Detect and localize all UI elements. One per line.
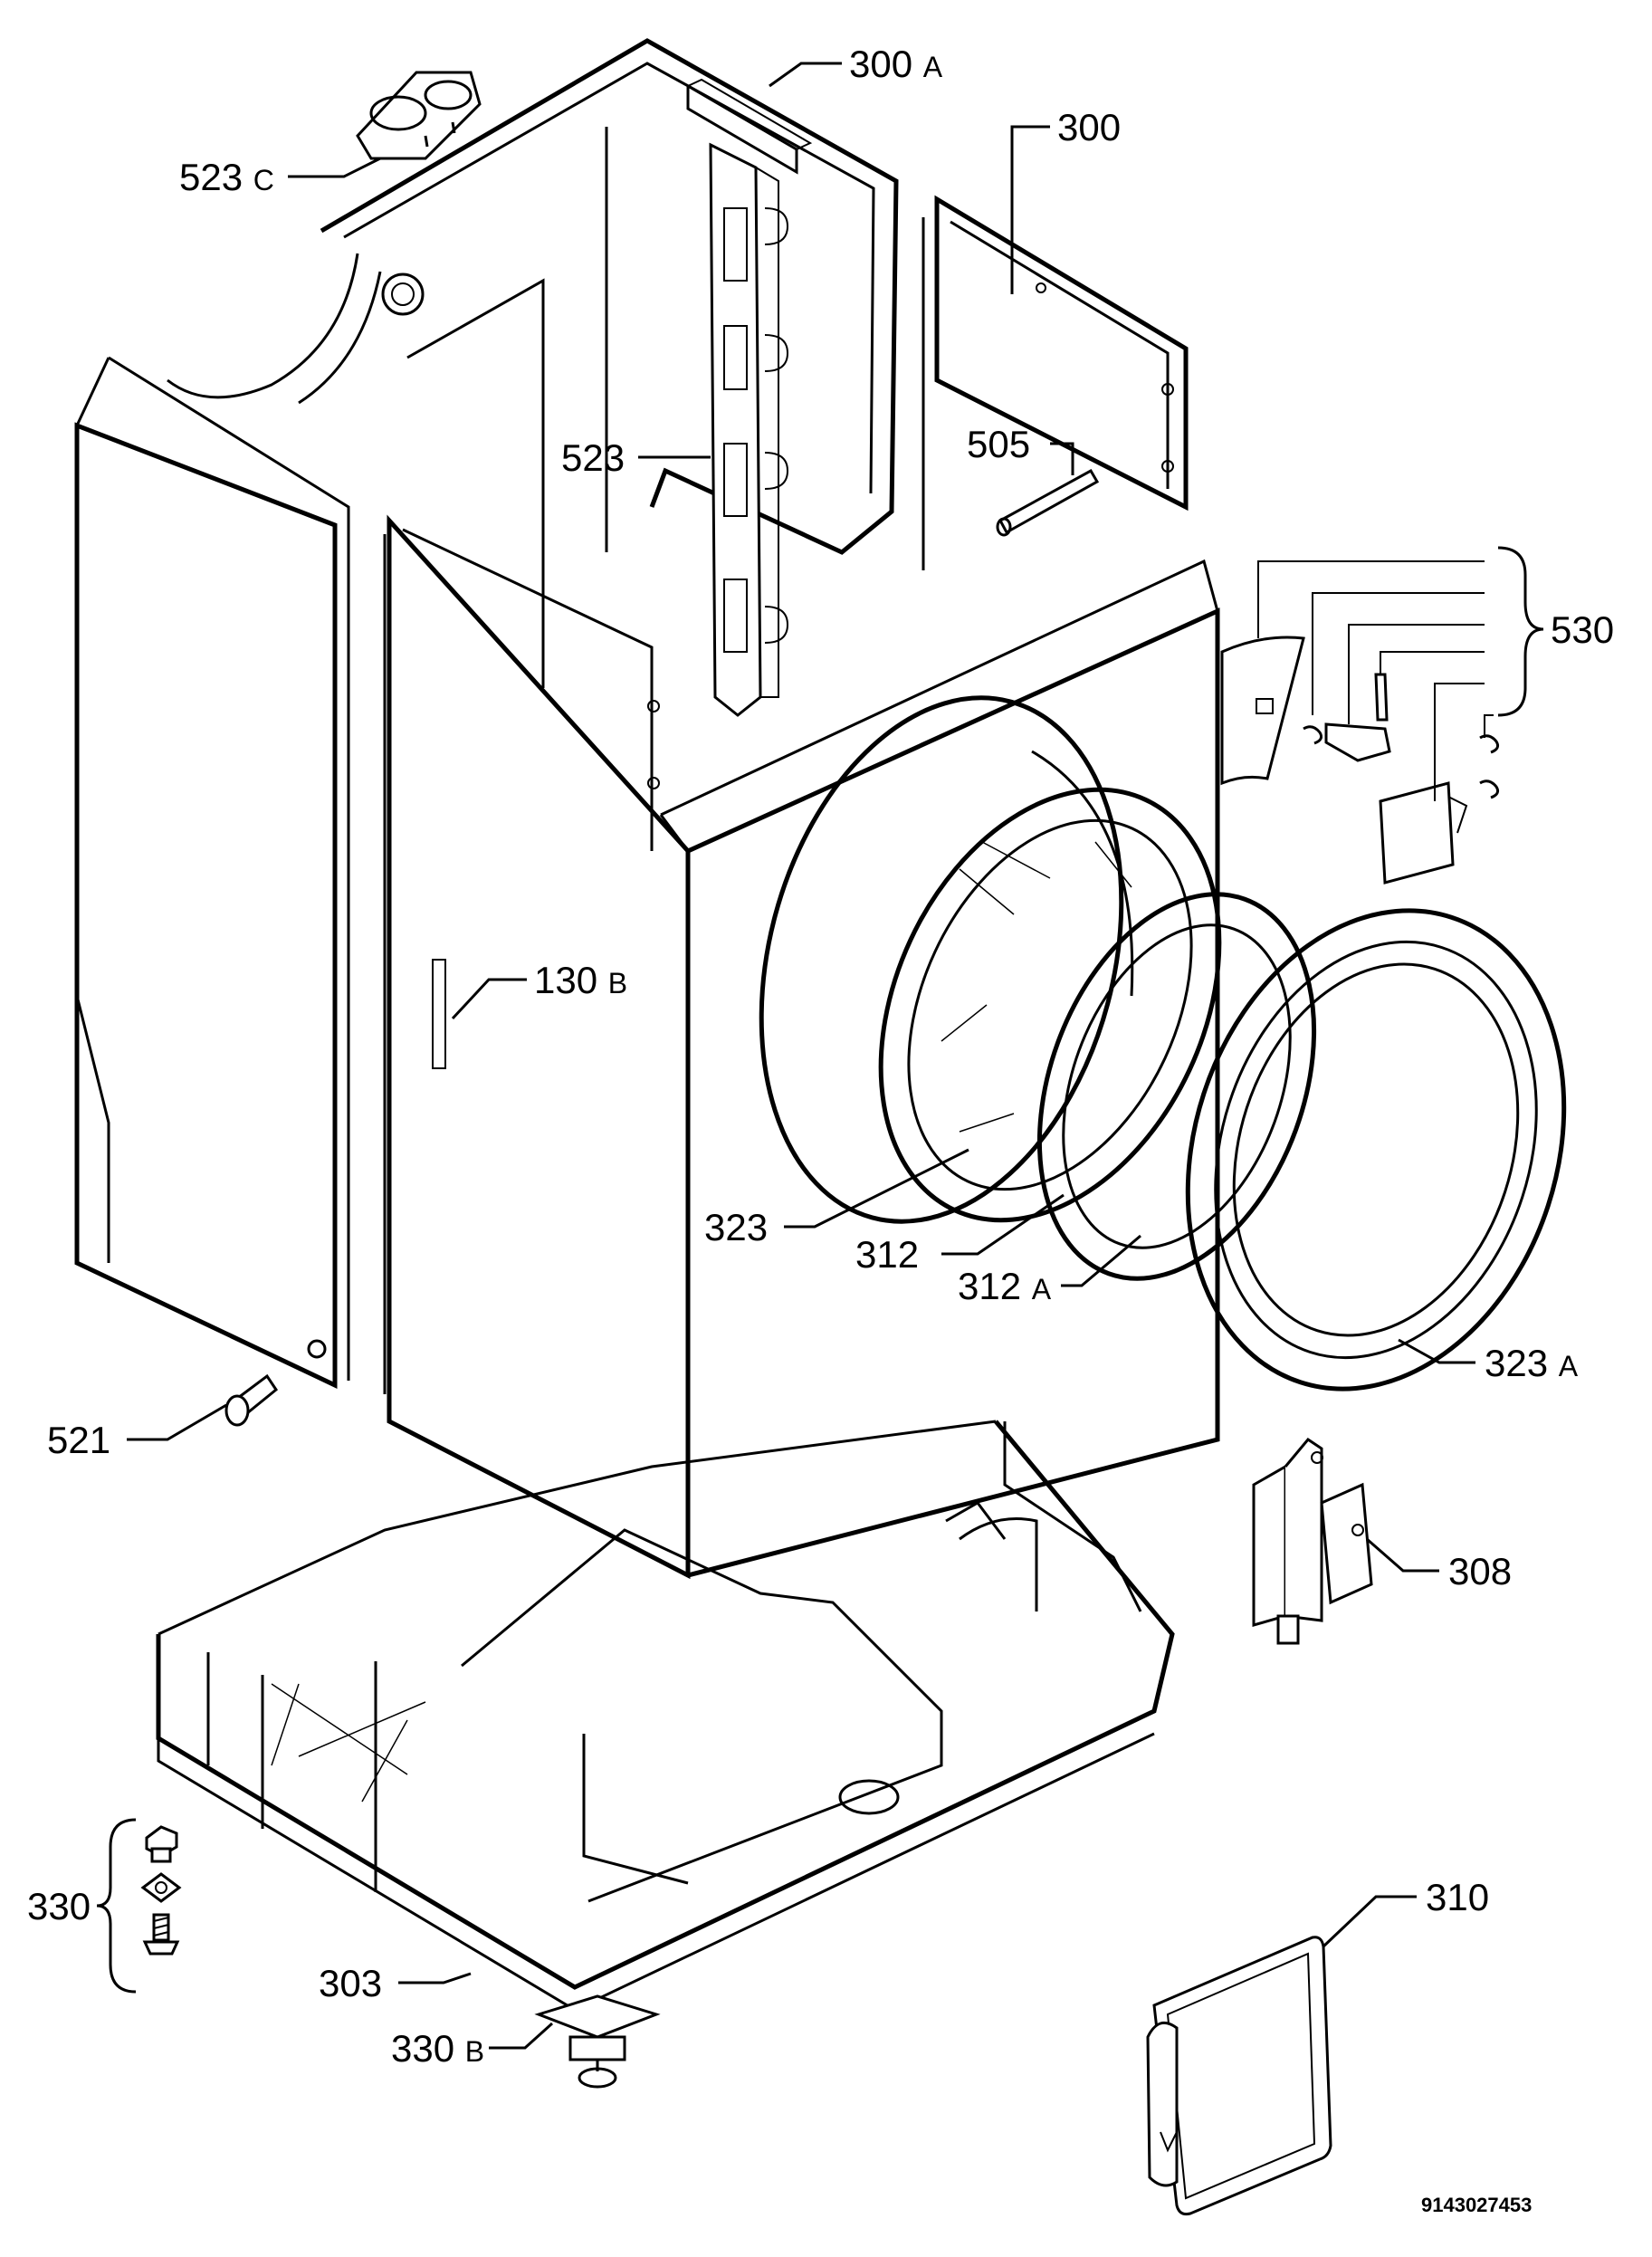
callout-530: 530 — [1551, 608, 1614, 651]
screw-521 — [224, 1373, 279, 1427]
callout-suffix: A — [1032, 1273, 1052, 1305]
foot-330b — [534, 1994, 661, 2089]
door-ring-323 — [878, 787, 1222, 1223]
callout-labels: 523 C 300 A 300 523 505 530 130 B 323 31… — [27, 43, 1614, 2070]
callout-310: 310 — [1426, 1876, 1489, 1918]
callout-312a: 312 A — [958, 1265, 1052, 1307]
cover-310 — [1146, 1936, 1332, 2216]
support-strip-523 — [709, 142, 789, 717]
drawing-code: 9143027453 — [1421, 2194, 1532, 2216]
callout-308: 308 — [1448, 1550, 1512, 1592]
door-opening — [759, 695, 1134, 1224]
callout-521: 521 — [47, 1419, 110, 1461]
cabinet-rear-frame — [167, 38, 899, 688]
callout-suffix: C — [253, 164, 274, 196]
callout-312: 312 — [855, 1233, 919, 1276]
callout-523c: 523 C — [179, 156, 274, 198]
hinge-308 — [1252, 1438, 1373, 1645]
clip-523c — [356, 71, 482, 160]
callout-suffix: B — [465, 2035, 484, 2068]
callout-330: 330 — [27, 1885, 91, 1927]
callout-523: 523 — [561, 436, 625, 479]
callout-130b: 130 B — [534, 959, 627, 1001]
callout-323a: 323 A — [1485, 1342, 1579, 1384]
callout-303: 303 — [319, 1962, 382, 2004]
leader-lines — [96, 62, 1475, 2050]
top-strip-300a — [686, 78, 813, 175]
front-panel-130b — [383, 514, 691, 1580]
callout-suffix: B — [608, 967, 627, 999]
cabinet-front — [647, 559, 1220, 1578]
door-frame-323a — [1185, 908, 1567, 1391]
callout-330b: 330 B — [391, 2027, 484, 2070]
callout-suffix: A — [923, 51, 943, 83]
callout-300a: 300 A — [849, 43, 943, 85]
callout-505: 505 — [967, 423, 1030, 465]
fastener-set-330 — [140, 1825, 182, 1956]
inner-seal-312 — [1036, 892, 1317, 1281]
lock-assembly-530 — [1220, 546, 1544, 885]
callout-300: 300 — [1057, 106, 1121, 148]
callout-323: 323 — [704, 1206, 768, 1248]
side-frame-300 — [921, 195, 1189, 570]
base-frame-303 — [156, 1420, 1175, 2012]
left-side-panel — [74, 356, 350, 1389]
callout-suffix: A — [1559, 1350, 1579, 1382]
pin-505 — [996, 468, 1100, 537]
